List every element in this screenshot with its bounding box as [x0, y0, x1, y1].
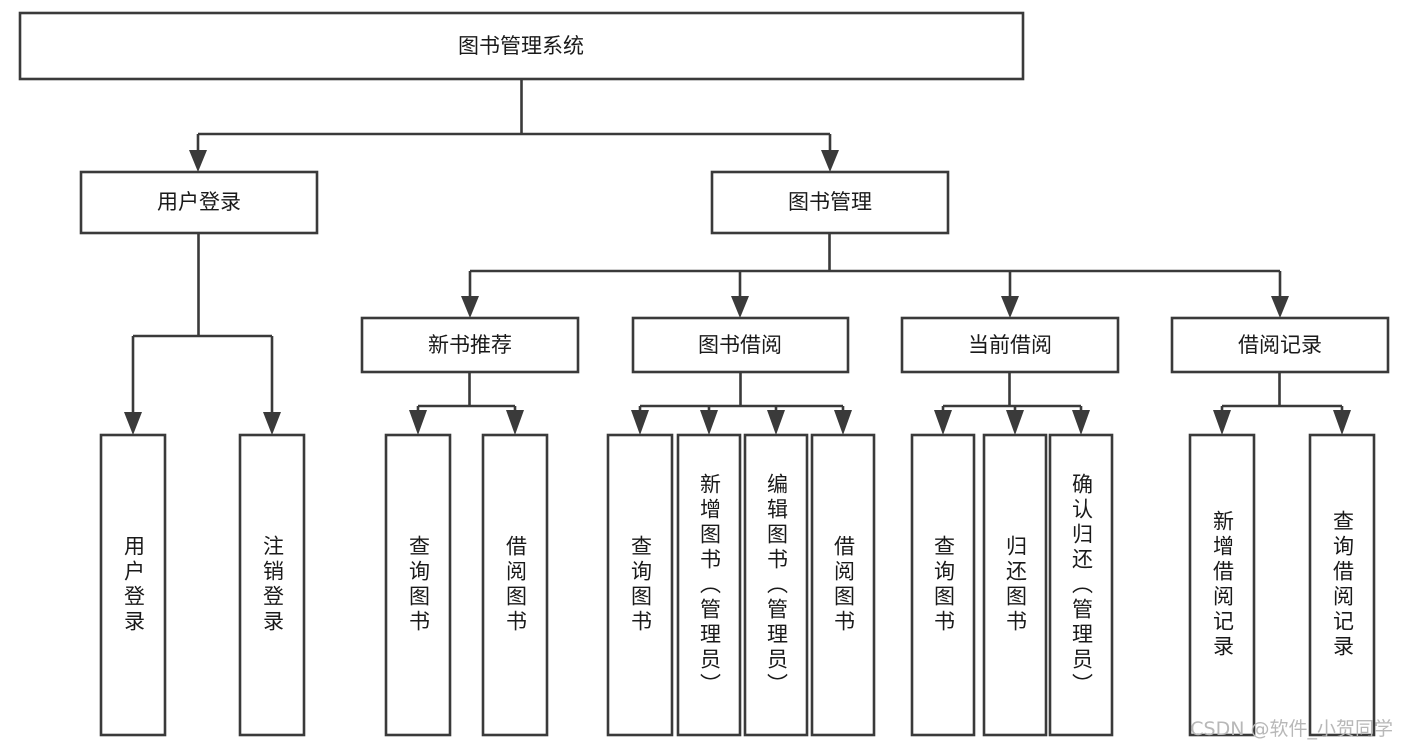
- node-user-login-label: 用户登录: [157, 190, 241, 214]
- arrow-head-icon: [1271, 296, 1289, 318]
- node-new-book-recommend[interactable]: 新书推荐: [360, 316, 580, 374]
- node-book-borrow-label: 图书借阅: [698, 333, 782, 357]
- leaf-node-box[interactable]: [676, 433, 742, 737]
- arrow-head-icon: [189, 150, 207, 172]
- connector-root-to-level2: [189, 79, 839, 172]
- arrow-head-icon: [767, 410, 785, 435]
- leaf-node-box[interactable]: [481, 433, 549, 737]
- connector-borrow-record-to-leaves: [1213, 372, 1351, 435]
- connector-book-borrow-to-leaves: [631, 372, 852, 435]
- arrow-head-icon: [821, 150, 839, 172]
- node-borrow-record-label: 借阅记录: [1238, 333, 1322, 357]
- leaf-node-box[interactable]: [384, 433, 452, 737]
- arrow-head-icon: [1213, 410, 1231, 435]
- arrow-head-icon: [631, 410, 649, 435]
- node-root[interactable]: 图书管理系统: [18, 11, 1025, 81]
- node-book-manage-label: 图书管理: [788, 190, 872, 214]
- connector-current-borrow-to-leaves: [934, 372, 1090, 435]
- node-root-label: 图书管理系统: [458, 34, 584, 58]
- leaf-node-box[interactable]: [606, 433, 674, 737]
- arrow-head-icon: [934, 410, 952, 435]
- node-book-borrow-box[interactable]: [631, 316, 850, 374]
- connector-book-manage-to-level3: [461, 233, 1289, 318]
- arrow-head-icon: [1333, 410, 1351, 435]
- node-borrow-record[interactable]: 借阅记录: [1170, 316, 1390, 374]
- leaf-node-box[interactable]: [1308, 433, 1376, 737]
- leaf-node-box[interactable]: [810, 433, 876, 737]
- connector-user-login-to-leaves: [124, 233, 281, 435]
- arrow-head-icon: [700, 410, 718, 435]
- node-current-borrow-box[interactable]: [900, 316, 1120, 374]
- leaf-node-box[interactable]: [99, 433, 167, 737]
- node-user-login[interactable]: 用户登录: [79, 170, 319, 235]
- arrow-head-icon: [461, 296, 479, 318]
- arrow-head-icon: [731, 296, 749, 318]
- leaf-node-box[interactable]: [910, 433, 976, 737]
- node-book-manage[interactable]: 图书管理: [710, 170, 950, 235]
- leaf-node-box[interactable]: [743, 433, 809, 737]
- arrow-head-icon: [263, 412, 281, 435]
- node-user-login-box[interactable]: [79, 170, 319, 235]
- arrow-head-icon: [124, 412, 142, 435]
- node-root-box[interactable]: [18, 11, 1025, 81]
- arrow-head-icon: [1006, 410, 1024, 435]
- arrow-head-icon: [409, 410, 427, 435]
- leaf-node-box[interactable]: [1048, 433, 1114, 737]
- node-current-borrow[interactable]: 当前借阅: [900, 316, 1120, 374]
- leaf-node-box[interactable]: [982, 433, 1048, 737]
- connector-new-book-to-leaves: [409, 372, 524, 435]
- arrow-head-icon: [834, 410, 852, 435]
- node-borrow-record-box[interactable]: [1170, 316, 1390, 374]
- node-book-manage-box[interactable]: [710, 170, 950, 235]
- watermark-text: CSDN @软件_小贺同学: [1190, 718, 1393, 740]
- leaf-node-group: [99, 433, 1376, 737]
- leaf-node-box[interactable]: [238, 433, 306, 737]
- node-new-book-recommend-box[interactable]: [360, 316, 580, 374]
- arrow-head-icon: [1072, 410, 1090, 435]
- arrow-head-icon: [1001, 296, 1019, 318]
- node-book-borrow[interactable]: 图书借阅: [631, 316, 850, 374]
- node-new-book-recommend-label: 新书推荐: [428, 333, 512, 357]
- arrow-head-icon: [506, 410, 524, 435]
- node-current-borrow-label: 当前借阅: [968, 333, 1052, 357]
- leaf-node-box[interactable]: [1188, 433, 1256, 737]
